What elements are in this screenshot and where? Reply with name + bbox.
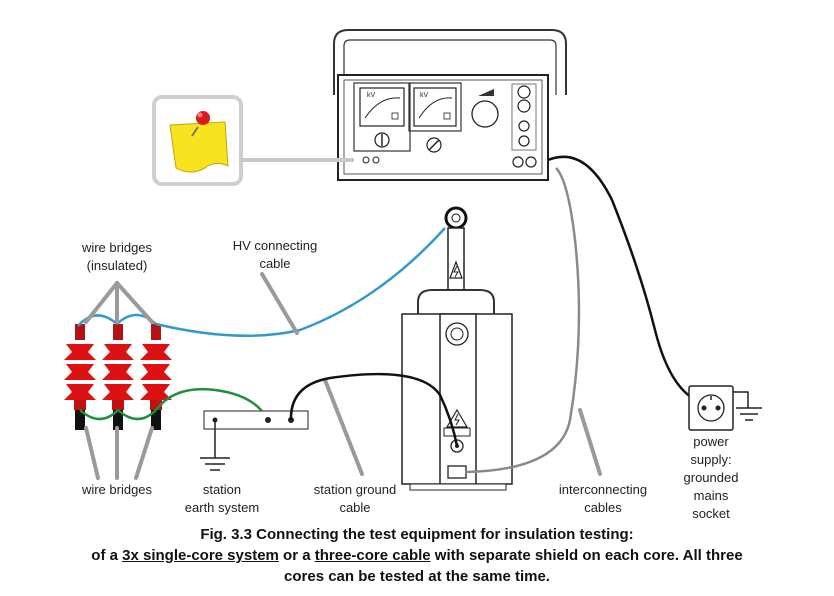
label-insulated: (insulated) [87,258,148,273]
station-earth-bar [200,410,309,471]
kv-meter-1: kV [359,87,405,127]
pushpin-icon [191,111,210,137]
label-station-ground: station ground [314,482,396,497]
insulator-3 [140,324,172,430]
hv-transformer [401,206,513,491]
interconnecting-cable-grey [465,167,581,474]
caption-line-3: cores can be tested at the same time. [284,568,550,585]
insulator-2 [102,324,134,430]
label-supply: supply: [690,452,731,467]
label-station-ground-cable: cable [339,500,370,515]
label-wire-bridges: wire bridges [81,482,153,497]
test-setup-diagram: kV kV [64,29,762,521]
insulator-group [64,324,172,430]
label-station: station [203,482,241,497]
label-power: power [693,434,729,449]
caption-three-core-cable: three-core cable [314,547,431,564]
green-bridge-wires [79,388,270,421]
power-cable [547,155,701,404]
label-mains: mains [694,488,729,503]
label-wire-bridges-insulated: wire bridges [81,240,153,255]
sticky-note-callout [152,95,354,186]
leader-lines [84,272,602,480]
meter2-unit: kV [420,92,429,99]
station-ground-cable [289,372,459,447]
label-earth-system: earth system [185,500,259,515]
label-cables: cables [584,500,622,515]
label-hv-cable: cable [259,256,290,271]
meter1-unit: kV [367,92,376,99]
insulator-1 [64,324,96,430]
ground-symbol-icon [736,407,762,421]
caption-3x-single-core: 3x single-core system [122,547,279,564]
control-buttons [511,83,537,168]
caption-line-2-b: or a [278,547,315,564]
figure-caption: Fig. 3.3 Connecting the test equipment f… [0,524,834,587]
label-interconnecting: interconnecting [559,482,647,497]
caption-line-2-a: of a [91,547,123,564]
voltage-regulator-dial[interactable] [471,100,499,128]
sticky-note-icon [169,121,229,173]
caption-line-2-c: with separate shield on each core. All t… [430,547,743,564]
ground-symbol-icon [200,457,230,471]
test-device: kV kV [333,29,567,181]
high-voltage-warning-icon [449,260,463,279]
control-connector[interactable] [447,465,467,479]
caption-line-1: Fig. 3.3 Connecting the test equipment f… [200,526,634,543]
kv-meter-2: kV [413,87,457,127]
socket-icon [688,385,762,431]
caption-line-2: of a 3x single-core system or a three-co… [0,545,834,566]
label-hv-connecting: HV connecting [233,238,318,253]
label-socket: socket [692,506,730,521]
label-grounded: grounded [684,470,739,485]
